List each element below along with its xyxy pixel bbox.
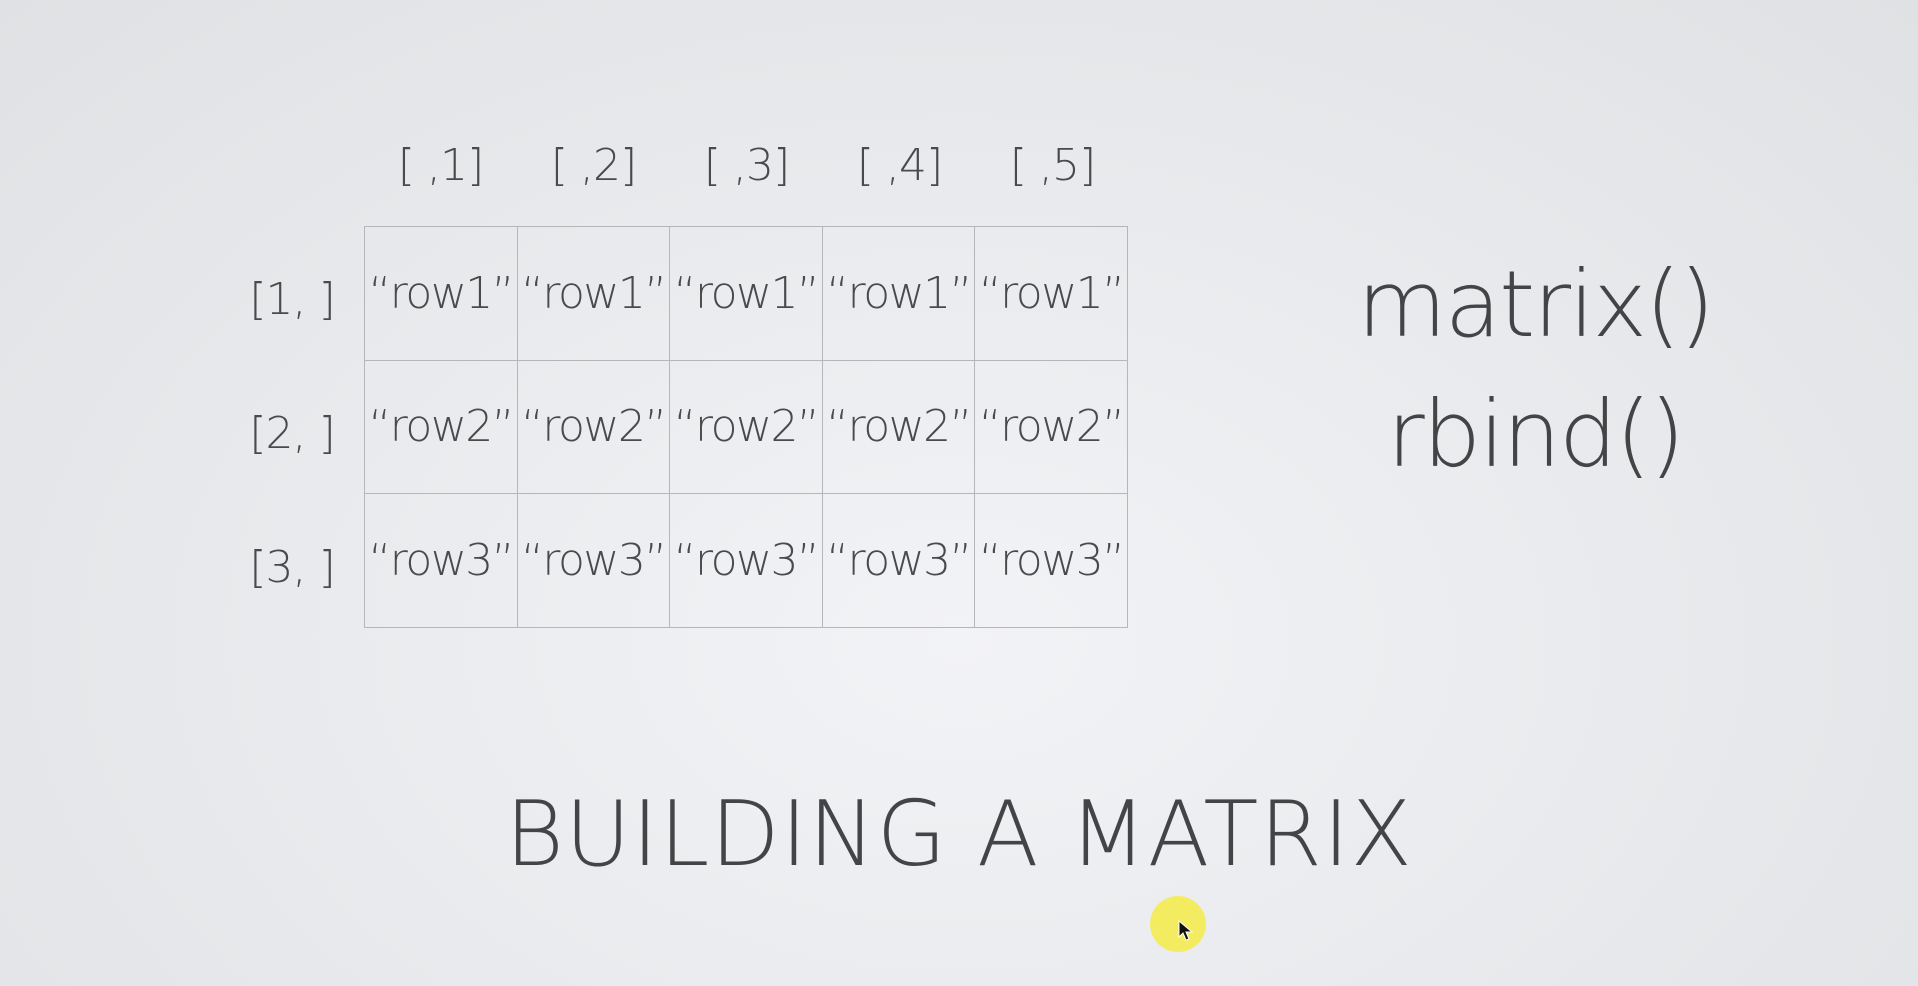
column-header-3: [ ,3] (703, 140, 790, 191)
matrix-cell: “row3” (517, 494, 671, 628)
matrix-cell: “row3” (365, 494, 518, 628)
matrix-cell: “row3” (822, 494, 976, 628)
column-header-2: [ ,2] (550, 140, 637, 191)
slide-title: BUILDING A MATRIX (504, 782, 1414, 887)
matrix-function-label: matrix() (1357, 251, 1715, 358)
matrix-cell: “row1” (822, 227, 976, 361)
row-header-3: [3, ] (249, 542, 335, 593)
column-header-4: [ ,4] (856, 140, 943, 191)
column-header-5: [ ,5] (1009, 140, 1096, 191)
matrix-cell: “row3” (670, 494, 823, 628)
matrix-cell: “row1” (517, 227, 671, 361)
matrix-cell: “row2” (365, 360, 518, 495)
matrix-cell: “row1” (670, 227, 823, 361)
rbind-function-label: rbind() (1386, 381, 1685, 488)
matrix-grid: “row1” “row1” “row1” “row1” “row1” “row2… (364, 226, 1128, 628)
matrix-cell: “row2” (822, 360, 976, 495)
matrix-cell: “row1” (365, 227, 518, 361)
row-header-1: [1, ] (249, 274, 335, 325)
matrix-cell: “row2” (517, 360, 671, 495)
matrix-cell: “row2” (670, 360, 823, 495)
row-header-2: [2, ] (249, 408, 335, 459)
matrix-cell: “row1” (975, 227, 1128, 361)
column-header-1: [ ,1] (397, 140, 484, 191)
matrix-cell: “row2” (975, 360, 1128, 495)
cursor-arrow-icon (1178, 920, 1194, 941)
cursor-highlight (1150, 896, 1206, 952)
matrix-cell: “row3” (975, 494, 1128, 628)
